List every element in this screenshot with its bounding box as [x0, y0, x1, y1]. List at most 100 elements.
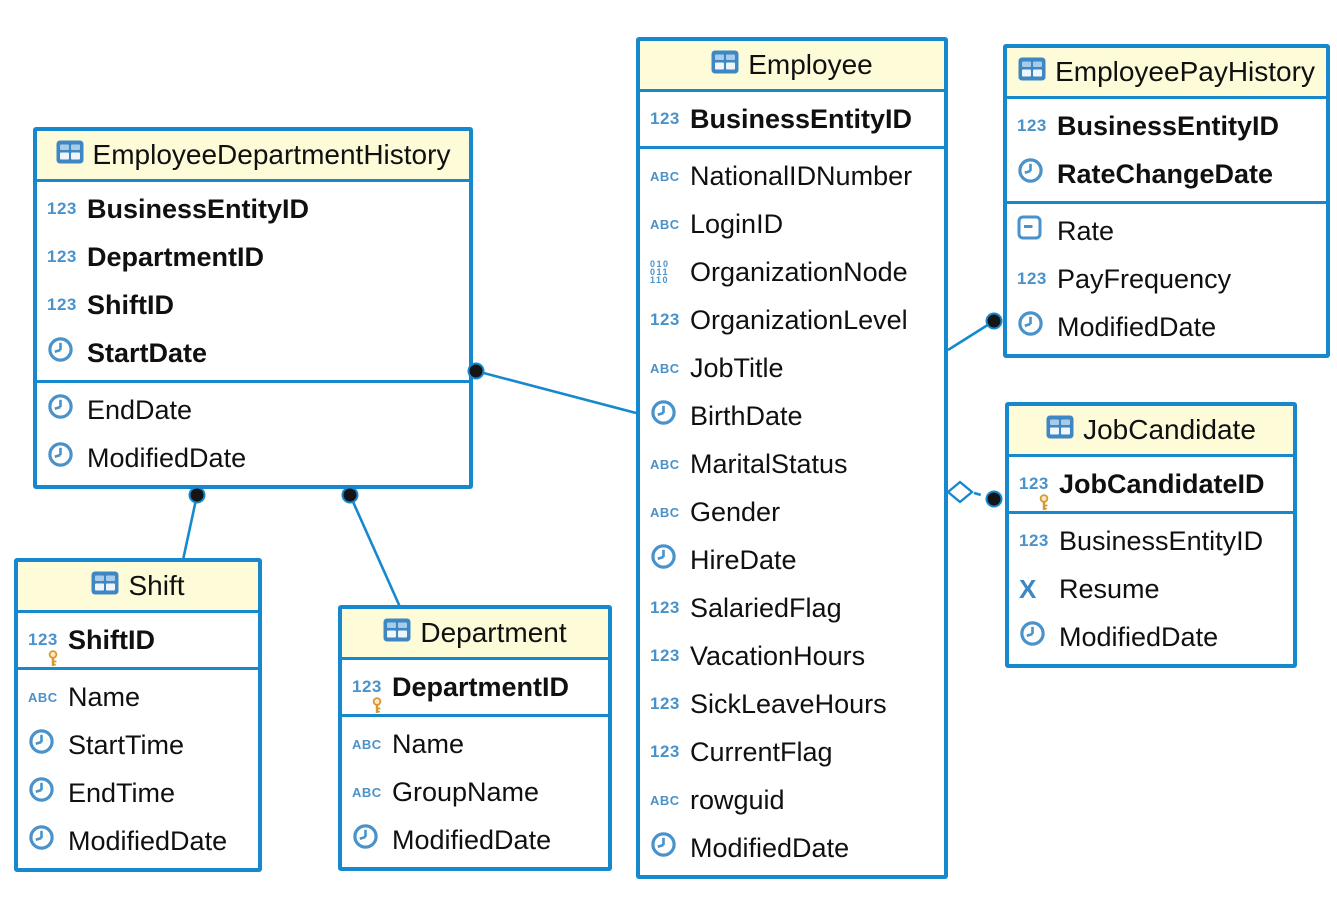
column-name: StartTime [68, 729, 185, 760]
table-header[interactable]: Employee [640, 41, 944, 92]
relation-line[interactable] [475, 369, 637, 415]
column-name: EndTime [68, 777, 176, 808]
column-row[interactable]: BirthDate [640, 392, 944, 440]
datetime-type-icon [47, 441, 74, 475]
column-row[interactable]: 123 SickLeaveHours [640, 680, 944, 728]
integer-type-icon: 123 [650, 742, 680, 761]
integer-type-icon: 123 [47, 247, 77, 266]
integer-type-icon: 123 [1017, 116, 1047, 135]
column-name: BusinessEntityID [1059, 525, 1264, 556]
column-name: Rate [1057, 215, 1115, 246]
table-header[interactable]: Department [342, 609, 608, 660]
column-row[interactable]: ModifiedDate [1007, 303, 1326, 351]
column-name: HireDate [690, 544, 797, 575]
datetime-type-icon [47, 393, 74, 427]
column-row[interactable]: ModifiedDate [37, 434, 469, 482]
relation-line[interactable] [181, 494, 199, 561]
integer-type-icon: 123 [650, 694, 680, 713]
column-row[interactable]: StartTime [18, 721, 258, 769]
string-type-icon: ABC [28, 689, 58, 705]
relation-endpoint-dot [985, 312, 1003, 330]
string-type-icon: ABC [352, 784, 382, 800]
integer-type-icon: 123 [1017, 269, 1047, 288]
table-header[interactable]: EmployeeDepartmentHistory [37, 131, 469, 182]
column-row[interactable]: Rate [1007, 207, 1326, 255]
column-name: ShiftID [68, 624, 155, 655]
column-name: ModifiedDate [68, 825, 228, 856]
datetime-type-icon [1019, 620, 1046, 654]
xml-type-icon: X [1019, 574, 1037, 604]
column-row[interactable]: ModifiedDate [342, 816, 608, 864]
column-row[interactable]: EndDate [37, 386, 469, 434]
column-name: BusinessEntityID [87, 193, 310, 224]
decimal-type-icon [1017, 215, 1042, 247]
column-row[interactable]: StartDate [37, 329, 469, 377]
column-row[interactable]: ModifiedDate [18, 817, 258, 865]
table-title: EmployeePayHistory [1055, 56, 1315, 87]
relation-line[interactable] [973, 491, 989, 499]
column-name: BusinessEntityID [1057, 110, 1280, 141]
string-type-icon: ABC [650, 216, 680, 232]
column-row[interactable]: HireDate [640, 536, 944, 584]
table-header[interactable]: Shift [18, 562, 258, 613]
datetime-type-icon [650, 399, 677, 433]
column-row[interactable]: ModifiedDate [1009, 613, 1293, 661]
primary-key-section: 123 BusinessEntityID RateChangeDate [1007, 99, 1326, 201]
table-header[interactable]: JobCandidate [1009, 406, 1293, 457]
column-row[interactable]: ABC JobTitle [640, 344, 944, 392]
column-row[interactable]: EndTime [18, 769, 258, 817]
table-header[interactable]: EmployeePayHistory [1007, 48, 1326, 99]
column-row[interactable]: ModifiedDate [640, 824, 944, 872]
optional-diamond-marker [946, 480, 974, 504]
column-name: JobTitle [690, 352, 784, 383]
table-icon [711, 49, 739, 81]
column-row[interactable]: 123 ShiftID [18, 616, 258, 666]
column-row[interactable]: RateChangeDate [1007, 150, 1326, 198]
primary-key-icon [1038, 487, 1050, 518]
column-name: SickLeaveHours [690, 688, 887, 719]
string-type-icon: ABC [650, 360, 680, 376]
table-icon [1018, 56, 1046, 88]
datetime-type-icon [1017, 310, 1044, 344]
relation-line[interactable] [348, 494, 402, 608]
column-name: Name [68, 681, 141, 712]
column-row[interactable]: ABC Name [18, 673, 258, 721]
column-name: PayFrequency [1057, 263, 1232, 294]
relation-line[interactable] [947, 319, 995, 352]
integer-type-icon: 123 [650, 646, 680, 665]
column-row[interactable]: 123 PayFrequency [1007, 255, 1326, 303]
integer-type-icon: 123 [28, 630, 58, 649]
table-icon [56, 139, 84, 171]
column-name: ShiftID [87, 289, 174, 320]
column-row[interactable]: 123 BusinessEntityID [1007, 102, 1326, 150]
entity-table[interactable]: EmployeePayHistory 123 BusinessEntityID Rat… [1003, 44, 1330, 358]
